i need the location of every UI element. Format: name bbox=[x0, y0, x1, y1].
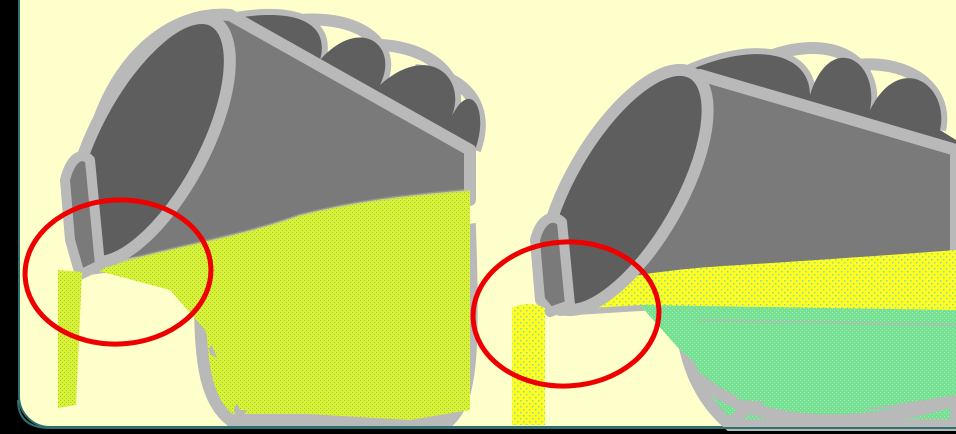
left-pitcher-spout bbox=[65, 156, 100, 275]
right-pitcher-spout bbox=[535, 218, 570, 312]
right-pour-stream bbox=[512, 304, 545, 425]
right-pitcher bbox=[510, 46, 956, 425]
left-pitcher bbox=[38, 0, 480, 420]
